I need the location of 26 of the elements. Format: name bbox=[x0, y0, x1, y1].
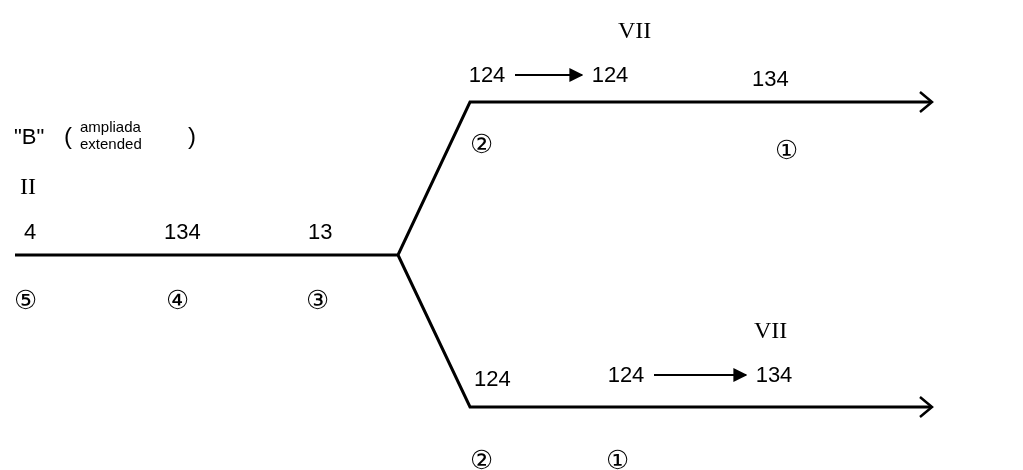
position-numeral: VII bbox=[618, 16, 652, 45]
scale-name: "B" bbox=[14, 123, 45, 151]
fingering-number: 124 bbox=[474, 365, 511, 393]
string-number: ② bbox=[470, 446, 494, 470]
arrow bbox=[653, 368, 748, 382]
fingering-number: 124 bbox=[590, 62, 630, 88]
fingering-number: 13 bbox=[308, 218, 333, 246]
fingering-number: 124 bbox=[606, 362, 646, 388]
position-numeral: II bbox=[20, 172, 36, 201]
string-number: ① bbox=[606, 446, 630, 470]
fingering-number: 134 bbox=[164, 218, 201, 246]
parenthesis: ( bbox=[64, 121, 72, 151]
fingering-number: 134 bbox=[752, 65, 789, 93]
parenthesis: ) bbox=[188, 121, 196, 151]
string-number: ④ bbox=[166, 286, 190, 314]
annotation-text: ampliada bbox=[80, 118, 141, 135]
fingering-number: 4 bbox=[24, 218, 37, 246]
string-number: ③ bbox=[306, 286, 330, 314]
annotation-text: extended bbox=[80, 135, 142, 152]
string-number: ⑤ bbox=[14, 286, 38, 314]
string-number: ① bbox=[775, 136, 799, 164]
fingering-number: 134 bbox=[754, 362, 794, 388]
position-numeral: VII bbox=[754, 316, 788, 345]
string-number: ② bbox=[470, 130, 494, 158]
arrow bbox=[514, 68, 584, 82]
fingering-number: 124 bbox=[467, 62, 507, 88]
